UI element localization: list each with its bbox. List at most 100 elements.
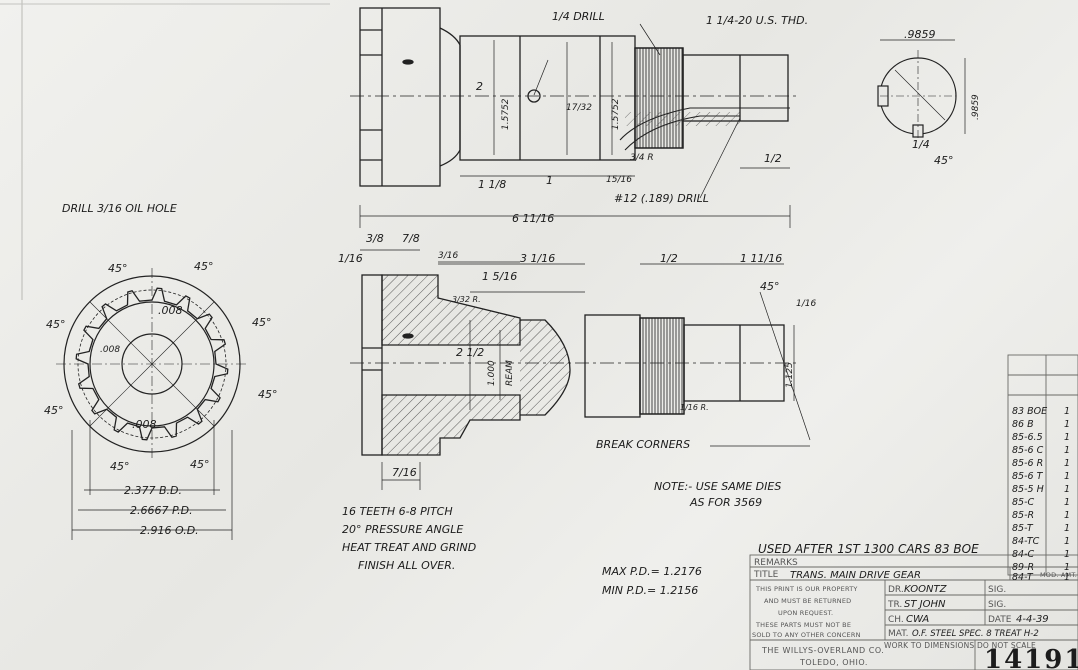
- revision-count: 1: [1064, 549, 1070, 560]
- angle-45-d: 45°: [252, 316, 272, 329]
- dim-1-16-b: 1/16: [796, 299, 816, 309]
- angle-45-e: 45°: [44, 404, 64, 417]
- teeth-note-3: HEAT TREAT AND GRIND: [342, 541, 476, 554]
- thread-note: 1 1/4-20 U.S. THD.: [706, 14, 808, 27]
- revision-list: 83 BOE 86 B 85-6.5 85-6 C 85-6 R 85-6 T …: [1012, 406, 1070, 583]
- revision-count: 1: [1064, 523, 1070, 534]
- mat-label: MAT.: [888, 629, 909, 639]
- drill-12-note: #12 (.189) DRILL: [614, 192, 709, 205]
- revision-item: 85-C: [1012, 497, 1035, 508]
- dim-1575-a: 1.5752: [501, 98, 511, 130]
- dr-value: KOONTZ: [904, 584, 948, 595]
- title-value: TRANS. MAIN DRIVE GEAR: [790, 570, 921, 581]
- angle-45-c: 45°: [46, 318, 66, 331]
- radius-1-16: 1/16 R.: [680, 403, 709, 412]
- dim-1-11-16: 1 11/16: [740, 252, 782, 265]
- dim-1-2-b: 1/2: [764, 152, 782, 165]
- angle-45-a: 45°: [108, 262, 128, 275]
- dim-1-5-16: 1 5/16: [482, 270, 517, 283]
- dim-3-8: 3/8: [366, 232, 384, 245]
- revision-item: 85-R: [1012, 510, 1034, 521]
- pd-dim: 2.6667 P.D.: [130, 504, 193, 517]
- same-dies-note-2: AS FOR 3569: [689, 496, 762, 509]
- gear-dimension-lines: [71, 420, 233, 540]
- dim-1125: 1.125: [785, 362, 795, 388]
- revision-count: 1: [1064, 445, 1070, 456]
- od-dim: 2.916 O.D.: [140, 524, 199, 537]
- title-block: [749, 354, 1078, 670]
- revision-count: 1: [1064, 484, 1070, 495]
- date-value: 4-4-39: [1016, 614, 1049, 625]
- revision-count: 1: [1064, 471, 1070, 482]
- dim-1: 1: [546, 174, 553, 187]
- radius-3-4: 3/4 R: [630, 153, 654, 163]
- radius-3-32: 3/32 R.: [452, 295, 481, 304]
- title-label: TITLE: [753, 570, 779, 580]
- ream-note: REAM: [505, 360, 515, 386]
- oil-hole-note: DRILL 3/16 OIL HOLE: [62, 202, 177, 215]
- property-line-2: AND MUST BE RETURNED: [764, 597, 851, 605]
- remarks-label: REMARKS: [754, 558, 798, 568]
- revision-item: 83 BOE: [1012, 406, 1047, 417]
- property-line-1: THIS PRINT IS OUR PROPERTY: [755, 585, 858, 593]
- revision-count: 1: [1064, 572, 1070, 583]
- top-view-dimension-lines: [359, 23, 791, 228]
- dim-9859-vertical: .9859: [971, 94, 981, 120]
- teeth-note-2: 20° PRESSURE ANGLE: [342, 523, 463, 536]
- dim-2: 2: [476, 80, 483, 93]
- property-line-3: UPON REQUEST.: [778, 609, 833, 617]
- dim-1000: 1.000: [487, 360, 497, 386]
- angle-45-h: 45°: [190, 458, 210, 471]
- dim-7-8: 7/8: [402, 232, 420, 245]
- used-after-note: USED AFTER 1ST 1300 CARS 83 BOE: [758, 542, 979, 556]
- revision-item: 84-T: [1012, 572, 1034, 583]
- dim-7-16: 7/16: [392, 466, 417, 479]
- revision-count: 1: [1064, 562, 1070, 573]
- break-corners-note: BREAK CORNERS: [596, 438, 690, 451]
- drawing-number: 14191: [984, 645, 1078, 670]
- same-dies-note-1: NOTE:- USE SAME DIES: [654, 480, 781, 493]
- revision-count: 1: [1064, 406, 1070, 417]
- company-city: TOLEDO, OHIO.: [799, 658, 868, 667]
- revision-item: 86 B: [1012, 419, 1034, 430]
- ch-value: CWA: [906, 614, 929, 625]
- bd-dim: 2.377 B.D.: [124, 484, 182, 497]
- property-line-4: THESE PARTS MUST NOT BE: [755, 621, 851, 629]
- clearance-008-b: .008: [100, 345, 120, 355]
- dr-label: DR.: [888, 585, 904, 595]
- revision-item: 84-C: [1012, 549, 1035, 560]
- date-label: DATE: [988, 615, 1012, 625]
- mat-value: O.F. STEEL SPEC. 8 TREAT H-2: [912, 629, 1039, 639]
- revision-count: 1: [1064, 536, 1070, 547]
- min-pd-note: MIN P.D.= 1.2156: [602, 584, 698, 597]
- revision-count: 1: [1064, 497, 1070, 508]
- dim-3-16: 3/16: [438, 251, 458, 261]
- dim-15-16: 15/16: [606, 175, 632, 185]
- angle-45-side: 45°: [760, 280, 780, 293]
- angle-45-g: 45°: [110, 460, 130, 473]
- dim-1-1-8: 1 1/8: [478, 178, 506, 191]
- mod-amt-label: MOD. AMT.: [1040, 571, 1077, 579]
- revision-item: 85-6 T: [1012, 471, 1044, 482]
- teeth-note-4: FINISH ALL OVER.: [358, 559, 455, 572]
- sig-label-2: SIG.: [988, 600, 1006, 610]
- section-dimension-lines: [360, 249, 811, 490]
- dim-1-16: 1/16: [338, 252, 363, 265]
- dim-1-2: 1/2: [660, 252, 678, 265]
- keyway-end-view: [877, 39, 966, 140]
- clearance-008-a: .008: [158, 304, 183, 317]
- revision-item: 89-R: [1012, 562, 1034, 573]
- revision-item: 85-6.5: [1012, 432, 1043, 443]
- dimensions-note: WORK TO DIMENSIONS DO NOT SCALE: [884, 641, 1036, 650]
- dim-2-1-2: 2 1/2: [456, 346, 484, 359]
- revision-count: 1: [1064, 458, 1070, 469]
- sig-label-1: SIG.: [988, 585, 1006, 595]
- ch-label: CH.: [888, 615, 904, 625]
- angle-45-f: 45°: [258, 388, 278, 401]
- property-line-5: SOLD TO ANY OTHER CONCERN: [752, 631, 861, 639]
- dim-1575-b: 1.5752: [611, 98, 621, 130]
- clearance-008-c: .008: [132, 418, 157, 431]
